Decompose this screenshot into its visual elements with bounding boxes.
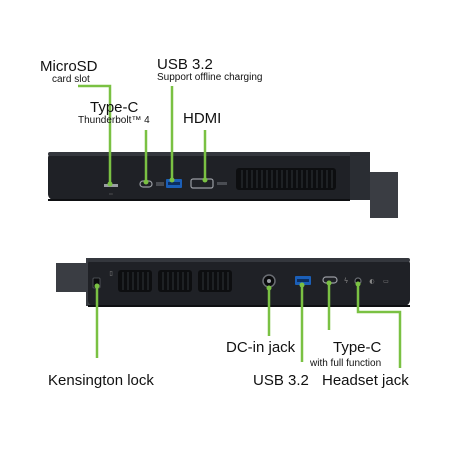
cooling-vents-bottom [118,270,232,292]
laptop-hinge-bottom [56,258,96,306]
label-microsd-subtitle: card slot [52,74,90,85]
line-headset [356,285,402,368]
top-callout-lines [78,84,207,182]
label-hdmi-title: HDMI [183,110,222,127]
laptop-left-side-view: ▭ [48,152,398,218]
laptop-body-edge [48,152,358,156]
svg-text:▭: ▭ [109,191,113,196]
svg-text:▭: ▭ [383,278,389,285]
label-typec-bottom-title: Type-C [333,339,382,356]
hinge-cap [370,172,398,218]
label-dcin-title: DC-in jack [226,339,296,356]
label-typec-subtitle: Thunderbolt™ 4 [78,115,150,126]
bottom-callout-lines [95,284,402,368]
line-microsd [78,84,112,182]
label-microsd-title: MicroSD [40,58,98,75]
label-usb-subtitle: Support offline charging [157,72,263,83]
label-typec-title: Type-C [90,99,139,116]
label-usb-title: USB 3.2 [157,56,213,73]
label-typec-bottom-subtitle: with full function [310,358,382,369]
svg-text:▯: ▯ [109,270,112,277]
svg-text:◐: ◐ [369,278,374,285]
label-usb-bottom-title: USB 3.2 [253,372,309,389]
label-headset-title: Headset jack [322,372,409,389]
svg-text:ϟ: ϟ [344,277,349,285]
label-kensington-title: Kensington lock [48,372,154,389]
hdmi-port [190,178,214,189]
cooling-vents-top [236,168,336,190]
